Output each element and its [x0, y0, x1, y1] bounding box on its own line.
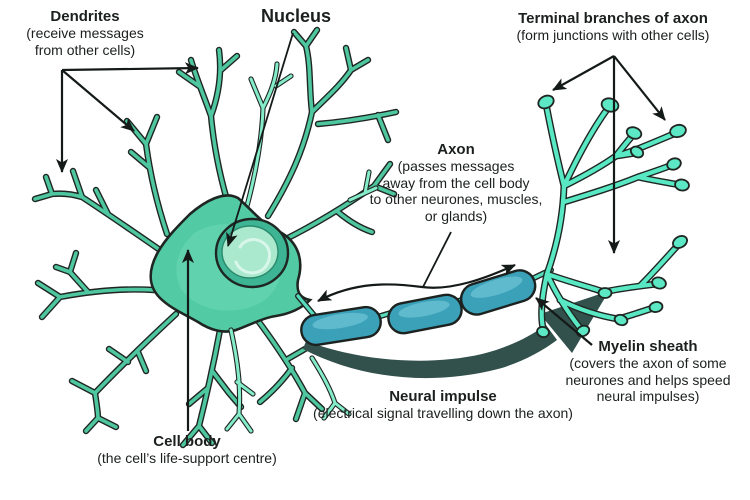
- dendrites-arrows: [56, 62, 199, 173]
- neural-impulse-label: Neural impulse (electrical signal travel…: [290, 388, 596, 422]
- dendrites-description: (receive messages from other cells): [26, 25, 144, 58]
- nucleus-shape: [214, 217, 290, 289]
- myelin-sheath-title: Myelin sheath: [598, 338, 698, 355]
- cell-body-label: Cell body (the cell’s life-support centr…: [80, 433, 294, 467]
- myelin-sheath-arrow: [535, 297, 593, 346]
- nucleus-arrow: [226, 32, 294, 247]
- cell-body-title: Cell body: [153, 433, 221, 450]
- terminal-branches-description: (form junctions with other cells): [516, 27, 710, 44]
- axon-label: Axon (passes messages away from the cell…: [350, 141, 562, 224]
- dendrites-label: Dendrites (receive messages from other c…: [6, 8, 164, 58]
- label-arrows: [56, 32, 666, 431]
- terminal-branches-title: Terminal branches of axon: [518, 10, 708, 27]
- myelin-segment: [387, 293, 463, 335]
- terminal-branches-label: Terminal branches of axon (form junction…: [500, 10, 726, 44]
- nucleus-label: Nucleus: [236, 6, 356, 27]
- nucleus-title: Nucleus: [260, 6, 332, 26]
- neural-impulse-description: (electrical signal travelling down the a…: [313, 405, 573, 422]
- myelin-segment: [459, 269, 537, 316]
- cell-body-description: (the cell’s life-support centre): [97, 450, 277, 467]
- myelin-sheath-segments: [300, 269, 537, 347]
- myelin-segment: [300, 305, 382, 347]
- axon-bracket-arrow: [317, 231, 516, 302]
- myelin-sheath-label: Myelin sheath (covers the axon of some n…: [540, 338, 750, 405]
- dendrites-title: Dendrites: [50, 8, 120, 25]
- axon-title: Axon: [437, 141, 475, 158]
- neural-impulse-title: Neural impulse: [389, 388, 497, 405]
- terminal-branches-arrows: [552, 55, 666, 254]
- axon-description: (passes messages away from the cell body…: [369, 158, 543, 224]
- myelin-sheath-description: (covers the axon of some neurones and he…: [565, 355, 731, 405]
